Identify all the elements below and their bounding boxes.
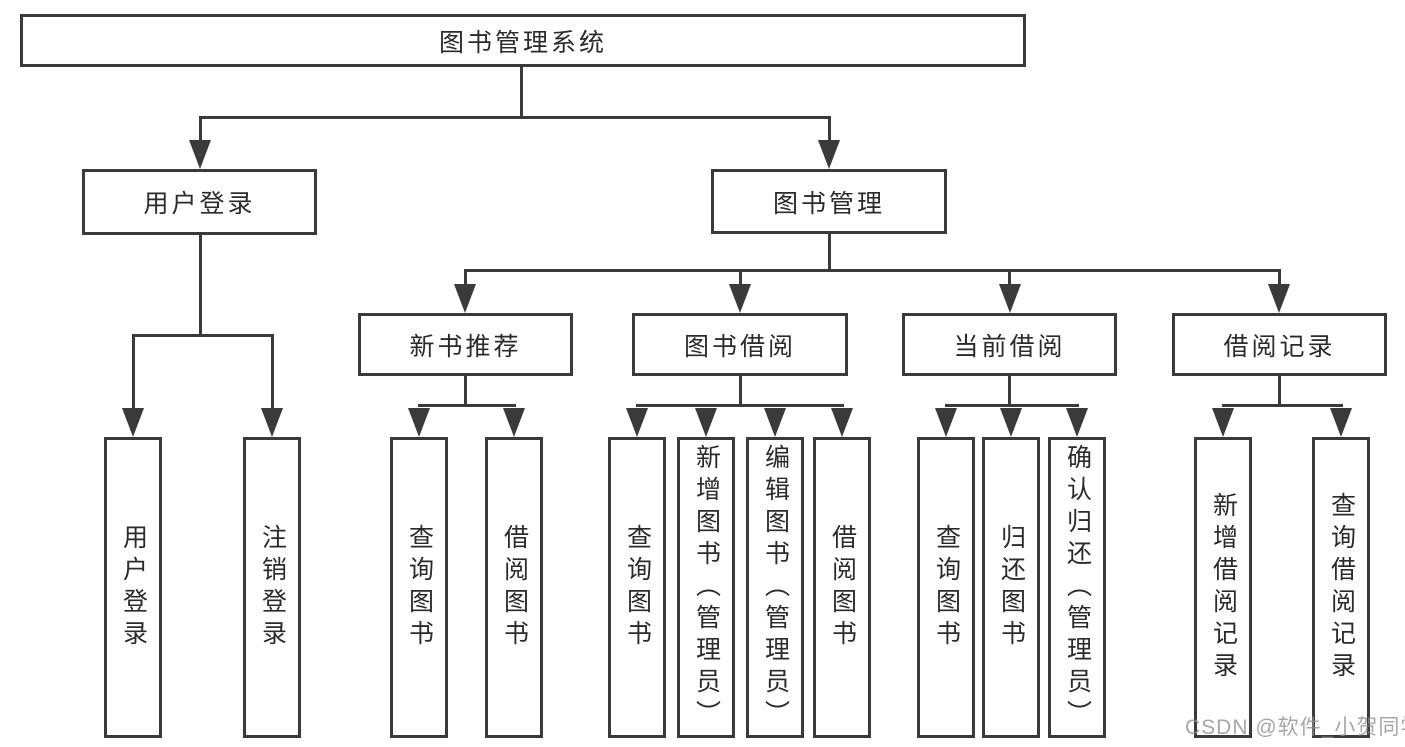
arrow-down-icon	[261, 408, 283, 437]
node-new-book-recommend: 新书推荐	[358, 313, 573, 376]
leaf-query-books-current: 查询图书	[917, 437, 975, 738]
node-root: 图书管理系统	[20, 14, 1026, 67]
branch-user-login	[132, 334, 274, 337]
connector-stem	[828, 116, 831, 142]
connector-stem	[464, 269, 467, 286]
branch-records	[1222, 404, 1343, 407]
connector-section-drop	[739, 376, 742, 407]
leaf-edit-book-admin: 编辑图书（管理员）	[746, 437, 804, 738]
leaf-confirm-return-admin: 确认归还（管理员）	[1048, 437, 1106, 738]
leaf-query-books-borrow: 查询图书	[608, 437, 666, 738]
leaf-borrow-books-recommend: 借阅图书	[485, 437, 543, 738]
branch-borrow	[636, 404, 844, 407]
node-current-borrow: 当前借阅	[902, 313, 1117, 376]
arrow-down-icon	[1268, 284, 1290, 313]
leaf-borrow-books: 借阅图书	[813, 437, 871, 738]
connector-root-drop	[520, 66, 523, 116]
arrow-down-icon	[1212, 408, 1234, 437]
arrow-down-icon	[999, 284, 1021, 313]
leaf-return-book: 归还图书	[982, 437, 1040, 738]
connector-stem	[132, 334, 135, 410]
arrow-down-icon	[1066, 408, 1088, 437]
leaf-logout-login: 注销登录	[243, 437, 301, 738]
arrow-down-icon	[695, 408, 717, 437]
branch-current	[945, 404, 1079, 407]
leaf-add-borrow-record: 新增借阅记录	[1194, 437, 1252, 738]
arrow-down-icon	[122, 408, 144, 437]
leaf-query-borrow-record: 查询借阅记录	[1312, 437, 1370, 738]
connector-section-drop	[1278, 376, 1281, 407]
node-book-borrow: 图书借阅	[632, 313, 848, 376]
arrow-down-icon	[818, 140, 840, 169]
connector-stem	[1008, 269, 1011, 286]
connector-stem	[739, 269, 742, 286]
connector-section-drop	[464, 376, 467, 407]
arrow-down-icon	[831, 408, 853, 437]
arrow-down-icon	[189, 140, 211, 169]
leaf-query-books-recommend: 查询图书	[390, 437, 448, 738]
arrow-down-icon	[408, 408, 430, 437]
branch-recommend	[418, 404, 516, 407]
branch-level1	[199, 116, 831, 119]
arrow-down-icon	[1000, 408, 1022, 437]
watermark: CSDN @软件_小贺同学	[1185, 716, 1405, 739]
arrow-down-icon	[935, 408, 957, 437]
connector-stem	[1278, 269, 1281, 286]
arrow-down-icon	[503, 408, 525, 437]
leaf-user-login: 用户登录	[104, 437, 162, 738]
node-book-management: 图书管理	[711, 169, 947, 234]
leaf-add-book-admin: 新增图书（管理员）	[677, 437, 735, 738]
connector-section-drop	[1008, 376, 1011, 407]
branch-level2	[464, 269, 1281, 272]
connector-book-mgmt-drop	[828, 234, 831, 272]
connector-stem	[199, 116, 202, 142]
node-user-login: 用户登录	[82, 169, 317, 235]
arrow-down-icon	[1330, 408, 1352, 437]
arrow-down-icon	[729, 284, 751, 313]
arrow-down-icon	[764, 408, 786, 437]
node-borrow-records: 借阅记录	[1172, 313, 1387, 376]
connector-user-login-drop	[199, 235, 202, 335]
arrow-down-icon	[454, 284, 476, 313]
connector-stem	[271, 334, 274, 410]
arrow-down-icon	[626, 408, 648, 437]
